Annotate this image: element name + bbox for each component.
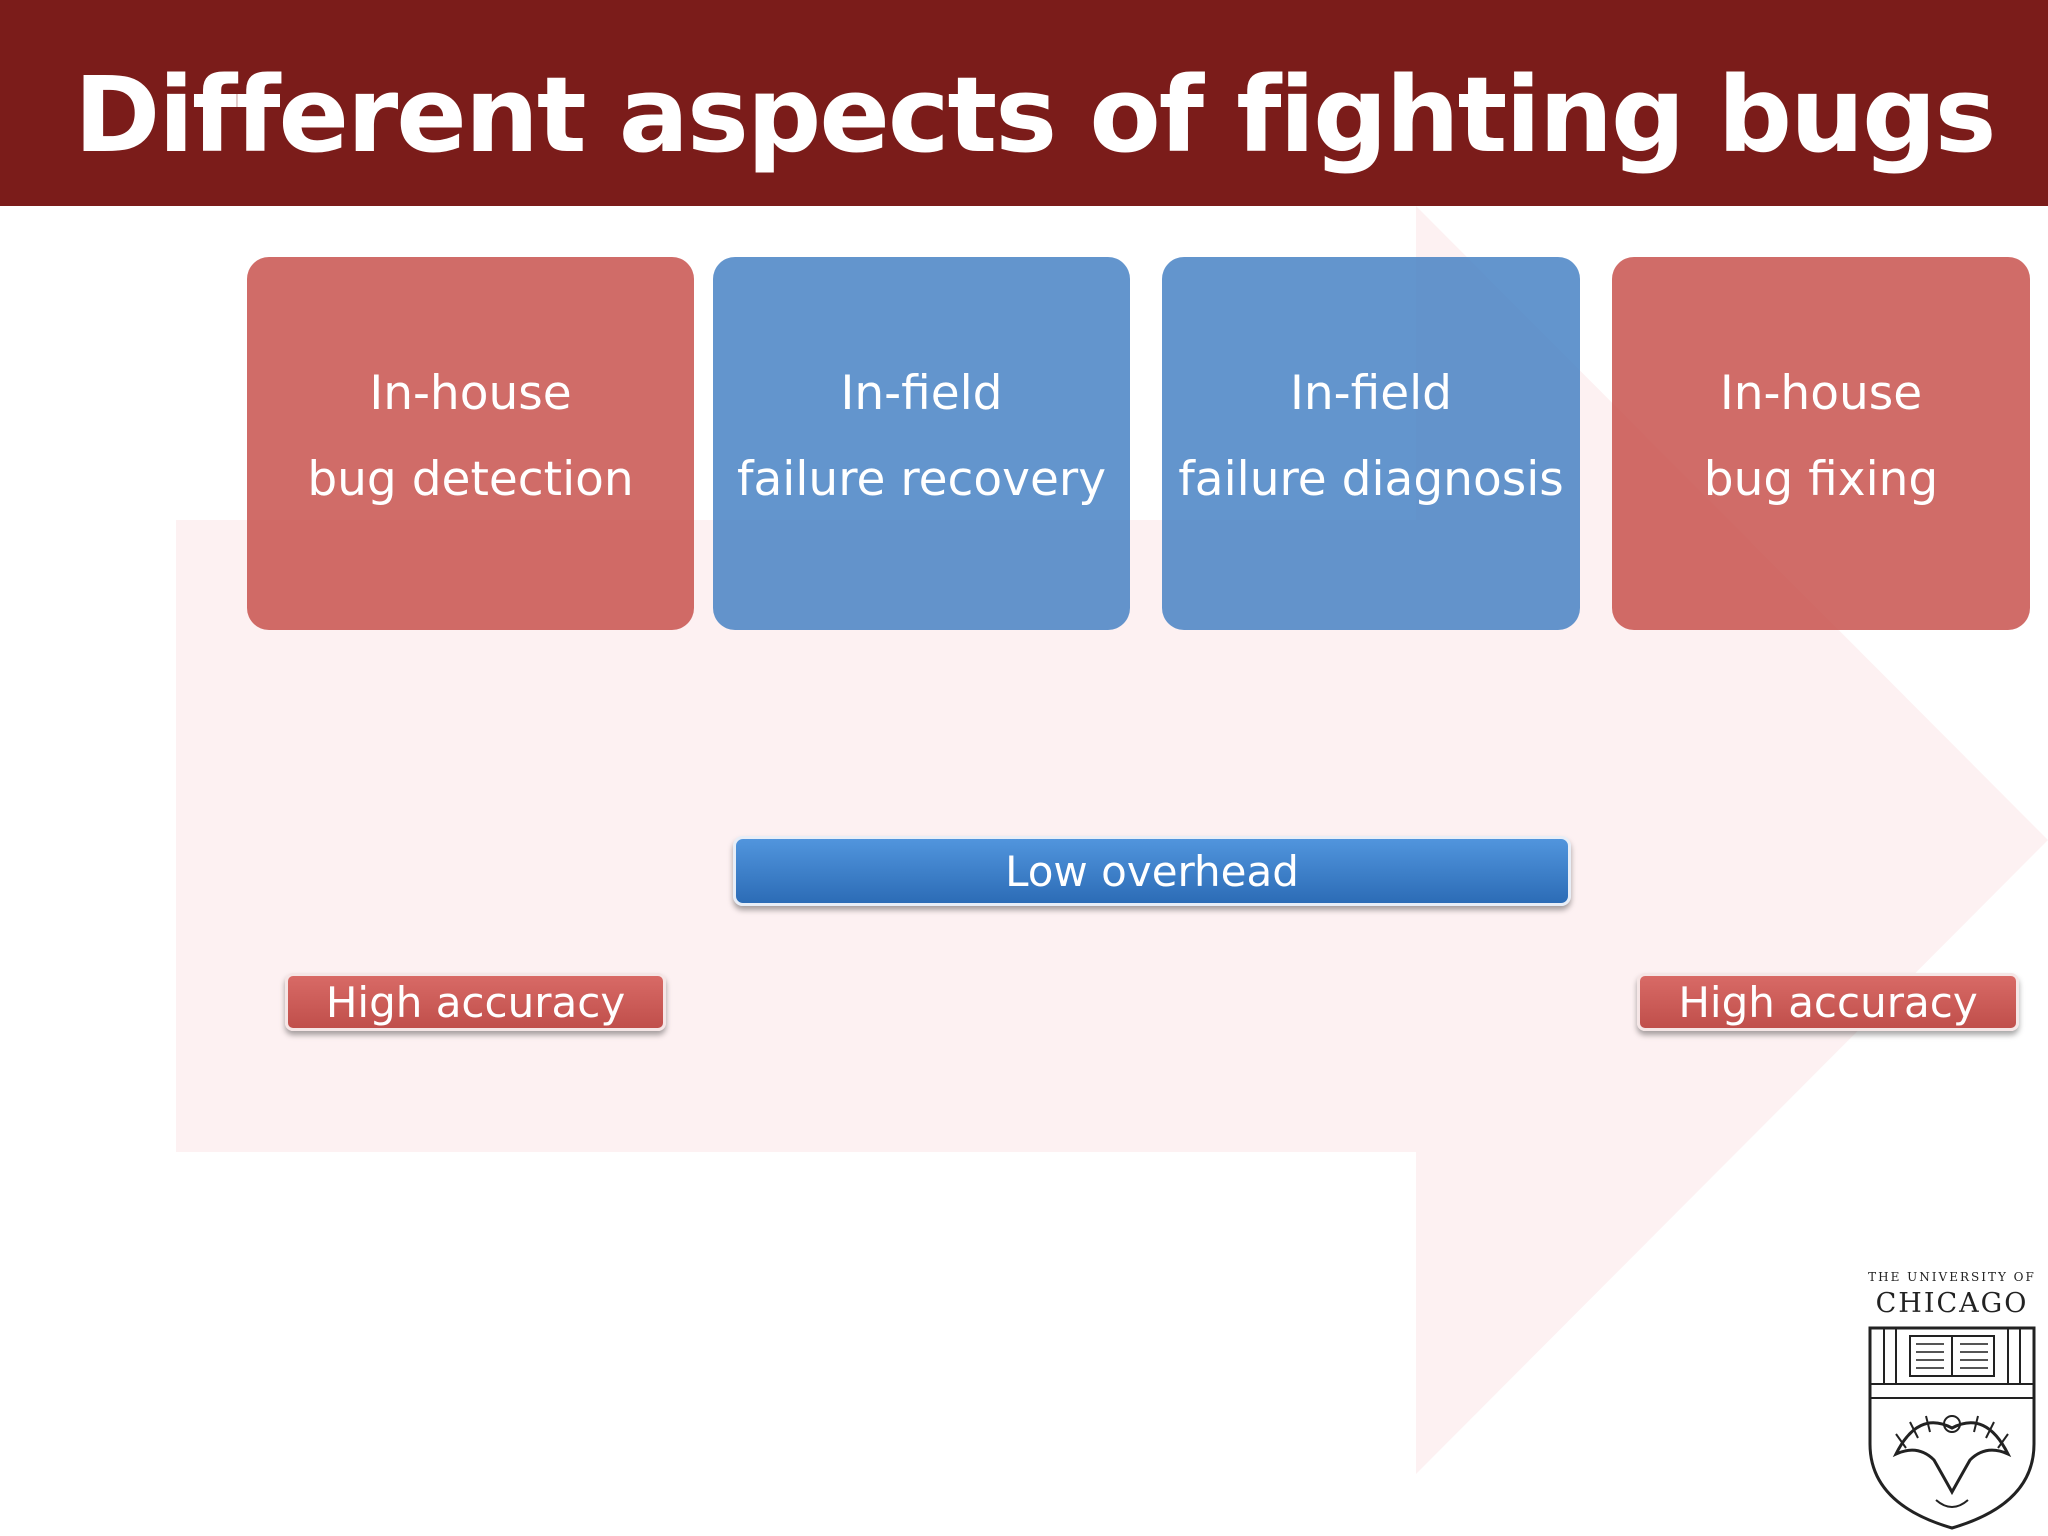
- university-logo: THE UNIVERSITY OF CHICAGO: [1866, 1268, 2038, 1530]
- slide-title: Different aspects of fighting bugs: [74, 54, 1996, 176]
- stage-line2: failure recovery: [736, 452, 1107, 507]
- logo-small-text: THE UNIVERSITY OF: [1868, 1270, 2036, 1284]
- stage-line1: In-house: [369, 366, 572, 421]
- stage-line1: In-house: [1719, 366, 1923, 421]
- stage-line1: In-field: [840, 366, 1003, 421]
- logo-name: CHICAGO: [1875, 1288, 2029, 1319]
- stage-line1: In-field: [1289, 366, 1453, 421]
- stage-line2: bug detection: [307, 452, 634, 507]
- university-crest-icon: [1868, 1326, 2036, 1530]
- stage-in-field-failure-diagnosis: In-field failure diagnosis: [1162, 257, 1580, 630]
- low-overhead-bar: Low overhead: [733, 836, 1571, 906]
- title-bar: Different aspects of fighting bugs: [0, 0, 2048, 206]
- stage-in-field-failure-recovery: In-field failure recovery: [713, 257, 1130, 630]
- high-accuracy-bar-left: High accuracy: [285, 973, 666, 1031]
- stage-in-house-bug-fixing: In-house bug fixing: [1612, 257, 2030, 630]
- stage-in-house-bug-detection: In-house bug detection: [247, 257, 694, 630]
- stage-line2: failure diagnosis: [1178, 452, 1564, 507]
- stage-line2: bug fixing: [1703, 452, 1939, 507]
- high-accuracy-bar-right: High accuracy: [1637, 973, 2019, 1031]
